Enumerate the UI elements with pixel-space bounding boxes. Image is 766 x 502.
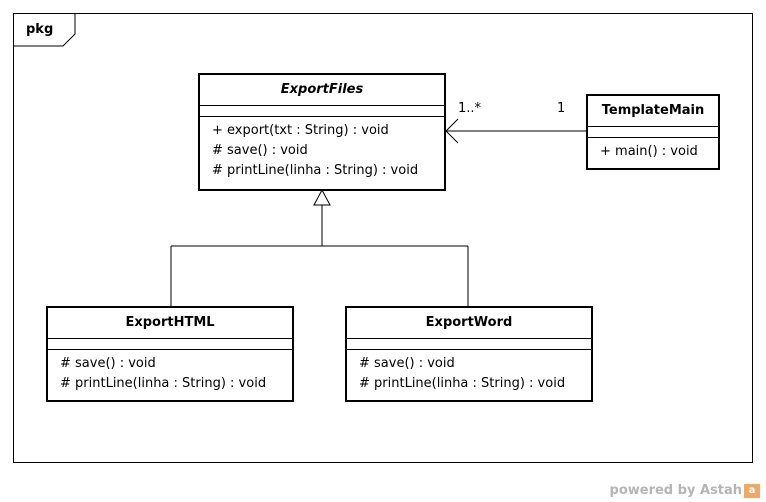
multiplicity-export-files: 1..* (458, 101, 482, 116)
operation: # printLine(linha : String) : void (359, 376, 566, 391)
multiplicity-template-main: 1 (557, 101, 566, 116)
operation: # save() : void (60, 356, 156, 371)
operation: # save() : void (359, 356, 455, 371)
attributes-compartment (200, 105, 444, 116)
class-name: ExportFiles (280, 82, 364, 97)
astah-logo-icon: a (744, 483, 760, 498)
class-name: ExportHTML (125, 315, 215, 330)
watermark-text: powered by Astah (609, 483, 742, 498)
class-template-main[interactable]: TemplateMain + main() : void (586, 94, 720, 170)
association-arrowhead (445, 118, 459, 144)
operation: # printLine(linha : String) : void (60, 376, 267, 391)
package-label: pkg (26, 22, 54, 37)
operation: + main() : void (600, 144, 698, 159)
generalization-triangle (313, 188, 331, 206)
package-frame (13, 13, 753, 463)
operation: # save() : void (212, 143, 308, 158)
operations-compartment: + export(txt : String) : void # save() :… (200, 116, 444, 181)
attributes-compartment (347, 338, 591, 349)
operations-compartment: + main() : void (588, 137, 718, 162)
astah-watermark: powered by Astah a (610, 483, 760, 498)
operation: + export(txt : String) : void (212, 123, 389, 138)
class-export-word[interactable]: ExportWord # save() : void # printLine(l… (345, 306, 593, 402)
class-export-files[interactable]: ExportFiles + export(txt : String) : voi… (198, 73, 446, 191)
operations-compartment: # save() : void # printLine(linha : Stri… (347, 349, 591, 394)
class-name: TemplateMain (601, 103, 705, 118)
operations-compartment: # save() : void # printLine(linha : Stri… (48, 349, 292, 394)
class-name: ExportWord (425, 315, 513, 330)
attributes-compartment (588, 126, 718, 137)
operation: # printLine(linha : String) : void (212, 163, 419, 178)
package-tab-outline (13, 13, 76, 47)
class-export-html[interactable]: ExportHTML # save() : void # printLine(l… (46, 306, 294, 402)
attributes-compartment (48, 338, 292, 349)
